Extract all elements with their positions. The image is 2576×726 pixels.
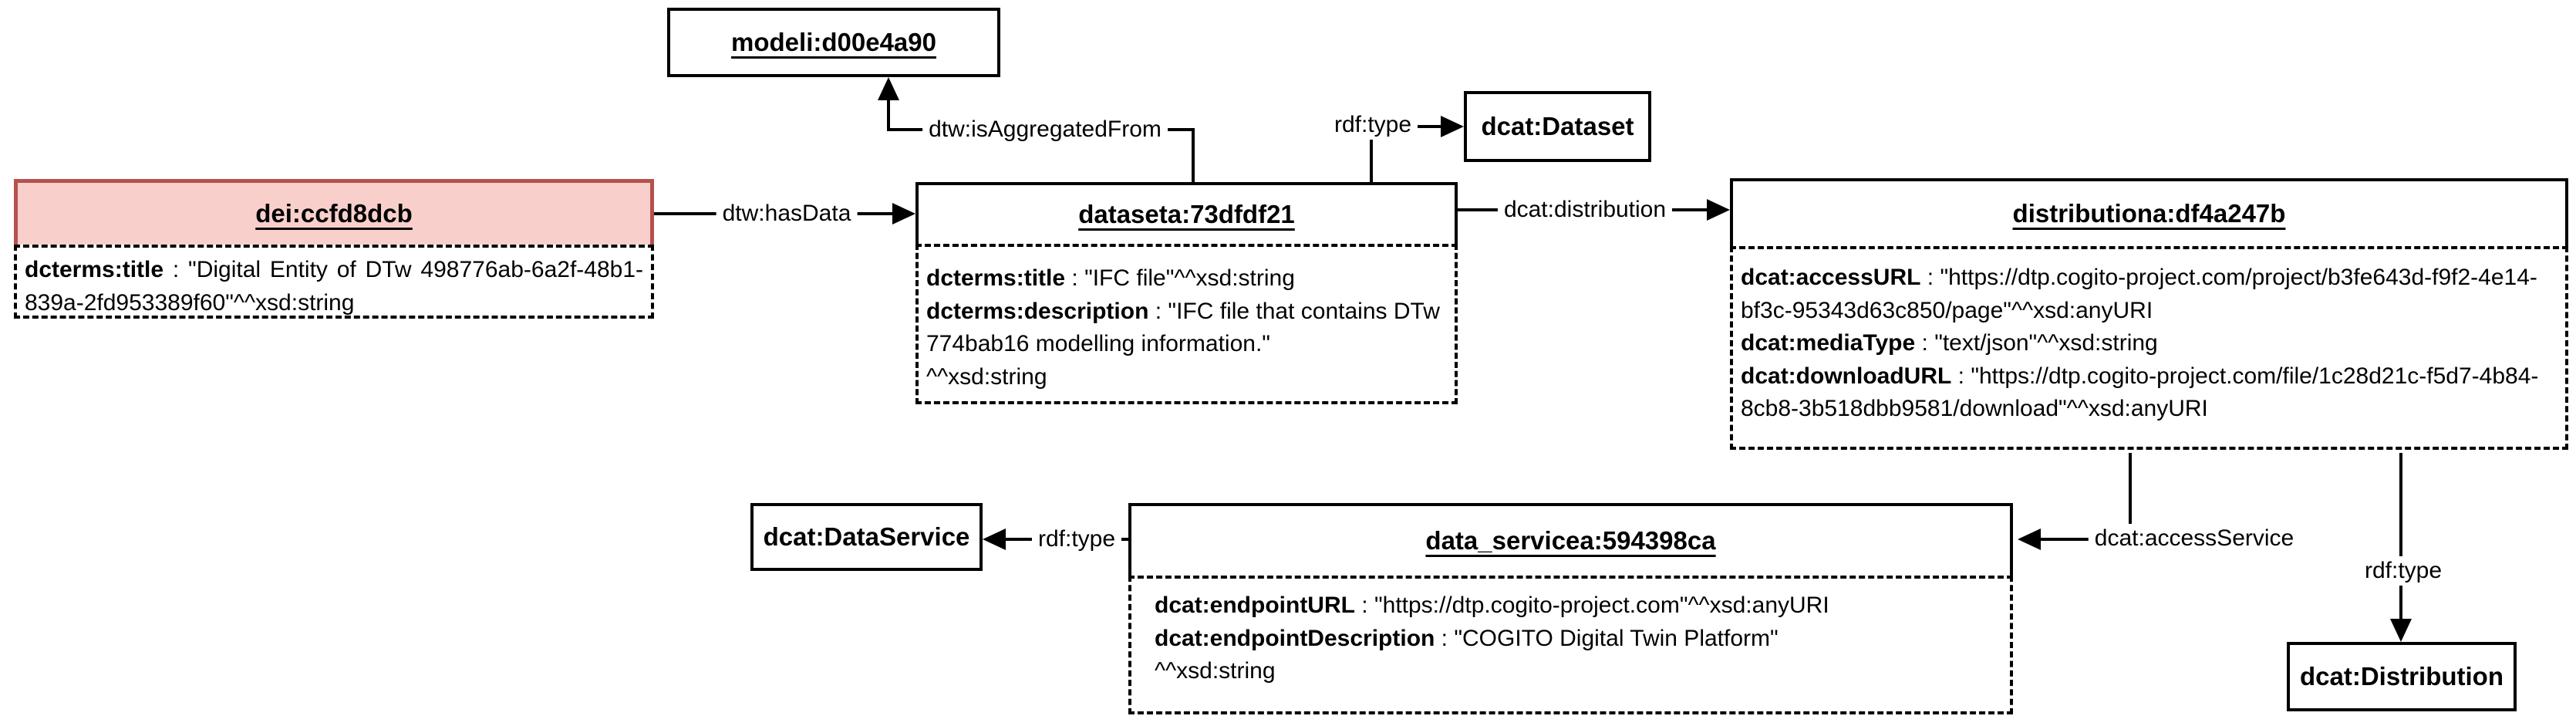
attr-value-suffix: ^^xsd:string [926,363,1047,390]
attr-name: dcat:endpointURL [1155,593,1355,618]
attr-value: "https://dtp.cogito-project.com/file/1c2… [1741,363,2539,422]
edge-accessservice-line [2129,453,2132,539]
attr-name: dcat:mediaType [1741,330,1916,356]
edge-dcat-distribution-label: dcat:distribution [1497,195,1673,225]
node-data-servicea: data_servicea:594398ca dcat:endpointURL … [1128,503,2013,714]
attr-value-suffix: ^^xsd:string [1155,658,1276,684]
attr-name: dcterms:title [926,265,1066,291]
attr-separator: : [1920,265,1940,290]
edge-isaggregatedfrom-line [887,97,890,131]
node-modeli-title: modeli:d00e4a90 [667,8,1000,77]
edge-accessservice-line [2038,538,2130,541]
attr-value: "IFC file"^^xsd:string [1084,265,1295,291]
class-dcat-dataset: dcat:Dataset [1464,91,1651,162]
arrowhead-left-icon [983,528,1006,550]
attr-value: "https://dtp.cogito-project.com"^^xsd:an… [1374,593,1829,618]
node-dataseta: dataseta:73dfdf21 dcterms:title : "IFC f… [915,182,1458,404]
node-dei-attributes: dcterms:title : "Digital Entity of DTw 4… [14,245,654,319]
attr-name: dcterms:description [926,298,1149,324]
edge-dtw-hasdata-label: dtw:hasData [716,199,858,228]
node-data-servicea-attributes: dcat:endpointURL : "https://dtp.cogito-p… [1128,576,2013,714]
attr-value: "Digital Entity of DTw 498776ab-6a2f-48b… [25,257,643,316]
node-title: dataseta:73dfdf21 [1078,200,1295,228]
edge-rdftype-dataset-label: rdf:type [1327,110,1418,140]
attr-separator: : [1148,298,1168,324]
node-dataseta-attributes: dcterms:title : "IFC file"^^xsd:string d… [915,244,1458,404]
attr-row: dcat:endpointDescription : "COGITO Digit… [1155,623,1999,688]
attr-name: dcat:endpointDescription [1155,625,1435,651]
arrowhead-left-icon [2018,528,2041,550]
attr-separator: : [1951,363,1971,389]
node-data-servicea-title: data_servicea:594398ca [1128,503,2013,579]
attr-row: dcterms:title : "Digital Entity of DTw 4… [25,254,643,319]
edge-rdftype-distribution-line [2399,453,2402,620]
attr-separator: : [1354,593,1374,618]
node-title: dei:ccfd8dcb [255,199,413,228]
edge-rdftype-distribution-label: rdf:type [2358,556,2449,586]
attr-separator: : [1065,265,1085,291]
node-dataseta-title: dataseta:73dfdf21 [915,182,1458,247]
node-distributiona: distributiona:df4a247b dcat:accessURL : … [1730,178,2568,450]
attr-name: dcat:downloadURL [1741,363,1952,389]
node-distributiona-title: distributiona:df4a247b [1730,178,2568,249]
node-title: modeli:d00e4a90 [731,28,936,56]
node-title: data_servicea:594398ca [1425,526,1716,555]
attr-separator: : [164,257,189,282]
attr-name: dcat:accessURL [1741,265,1921,290]
class-title: dcat:Distribution [2300,662,2504,691]
attr-row: dcat:accessURL : "https://dtp.cogito-pro… [1741,262,2557,327]
attr-value: "IFC file that contains DTw 774bab16 mod… [926,298,1440,357]
class-title: dcat:Dataset [1481,112,1634,140]
attr-separator: : [1915,330,1935,356]
edge-isaggregatedfrom-line [1192,128,1195,182]
arrowhead-down-icon [2390,619,2412,642]
attr-row: dcat:downloadURL : "https://dtp.cogito-p… [1741,360,2557,426]
attr-value: "COGITO Digital Twin Platform" [1454,625,1779,651]
class-dcat-distribution: dcat:Distribution [2287,642,2517,711]
edge-rdftype-dataservice-label: rdf:type [1031,525,1122,554]
edge-isaggregatedfrom-label: dtw:isAggregatedFrom [922,115,1168,144]
edge-rdftype-dataset-line [1370,127,1373,182]
attr-row: dcat:endpointURL : "https://dtp.cogito-p… [1155,589,1999,623]
attr-value: "https://dtp.cogito-project.com/project/… [1741,265,2537,323]
attr-row: dcterms:title : "IFC file"^^xsd:string [926,262,1447,295]
node-distributiona-attributes: dcat:accessURL : "https://dtp.cogito-pro… [1730,246,2568,450]
class-title: dcat:DataService [763,522,970,551]
attr-row: dcat:mediaType : "text/json"^^xsd:string [1741,327,2557,360]
edge-accessservice-label: dcat:accessService [2088,524,2301,553]
node-modeli: modeli:d00e4a90 [667,8,1000,77]
arrowhead-up-icon [878,77,899,100]
node-dei-title: dei:ccfd8dcb [14,179,654,248]
arrowhead-right-icon [1707,199,1730,221]
arrowhead-right-icon [1441,116,1464,137]
attr-separator: : [1435,625,1455,651]
arrowhead-right-icon [892,203,915,225]
node-title: distributiona:df4a247b [2012,199,2286,228]
attr-row: dcterms:description : "IFC file that con… [926,295,1447,394]
node-dei: dei:ccfd8dcb dcterms:title : "Digital En… [14,179,654,319]
attr-name: dcterms:title [25,257,164,282]
class-dcat-dataservice: dcat:DataService [750,503,983,571]
attr-value: "text/json"^^xsd:string [1934,330,2158,356]
